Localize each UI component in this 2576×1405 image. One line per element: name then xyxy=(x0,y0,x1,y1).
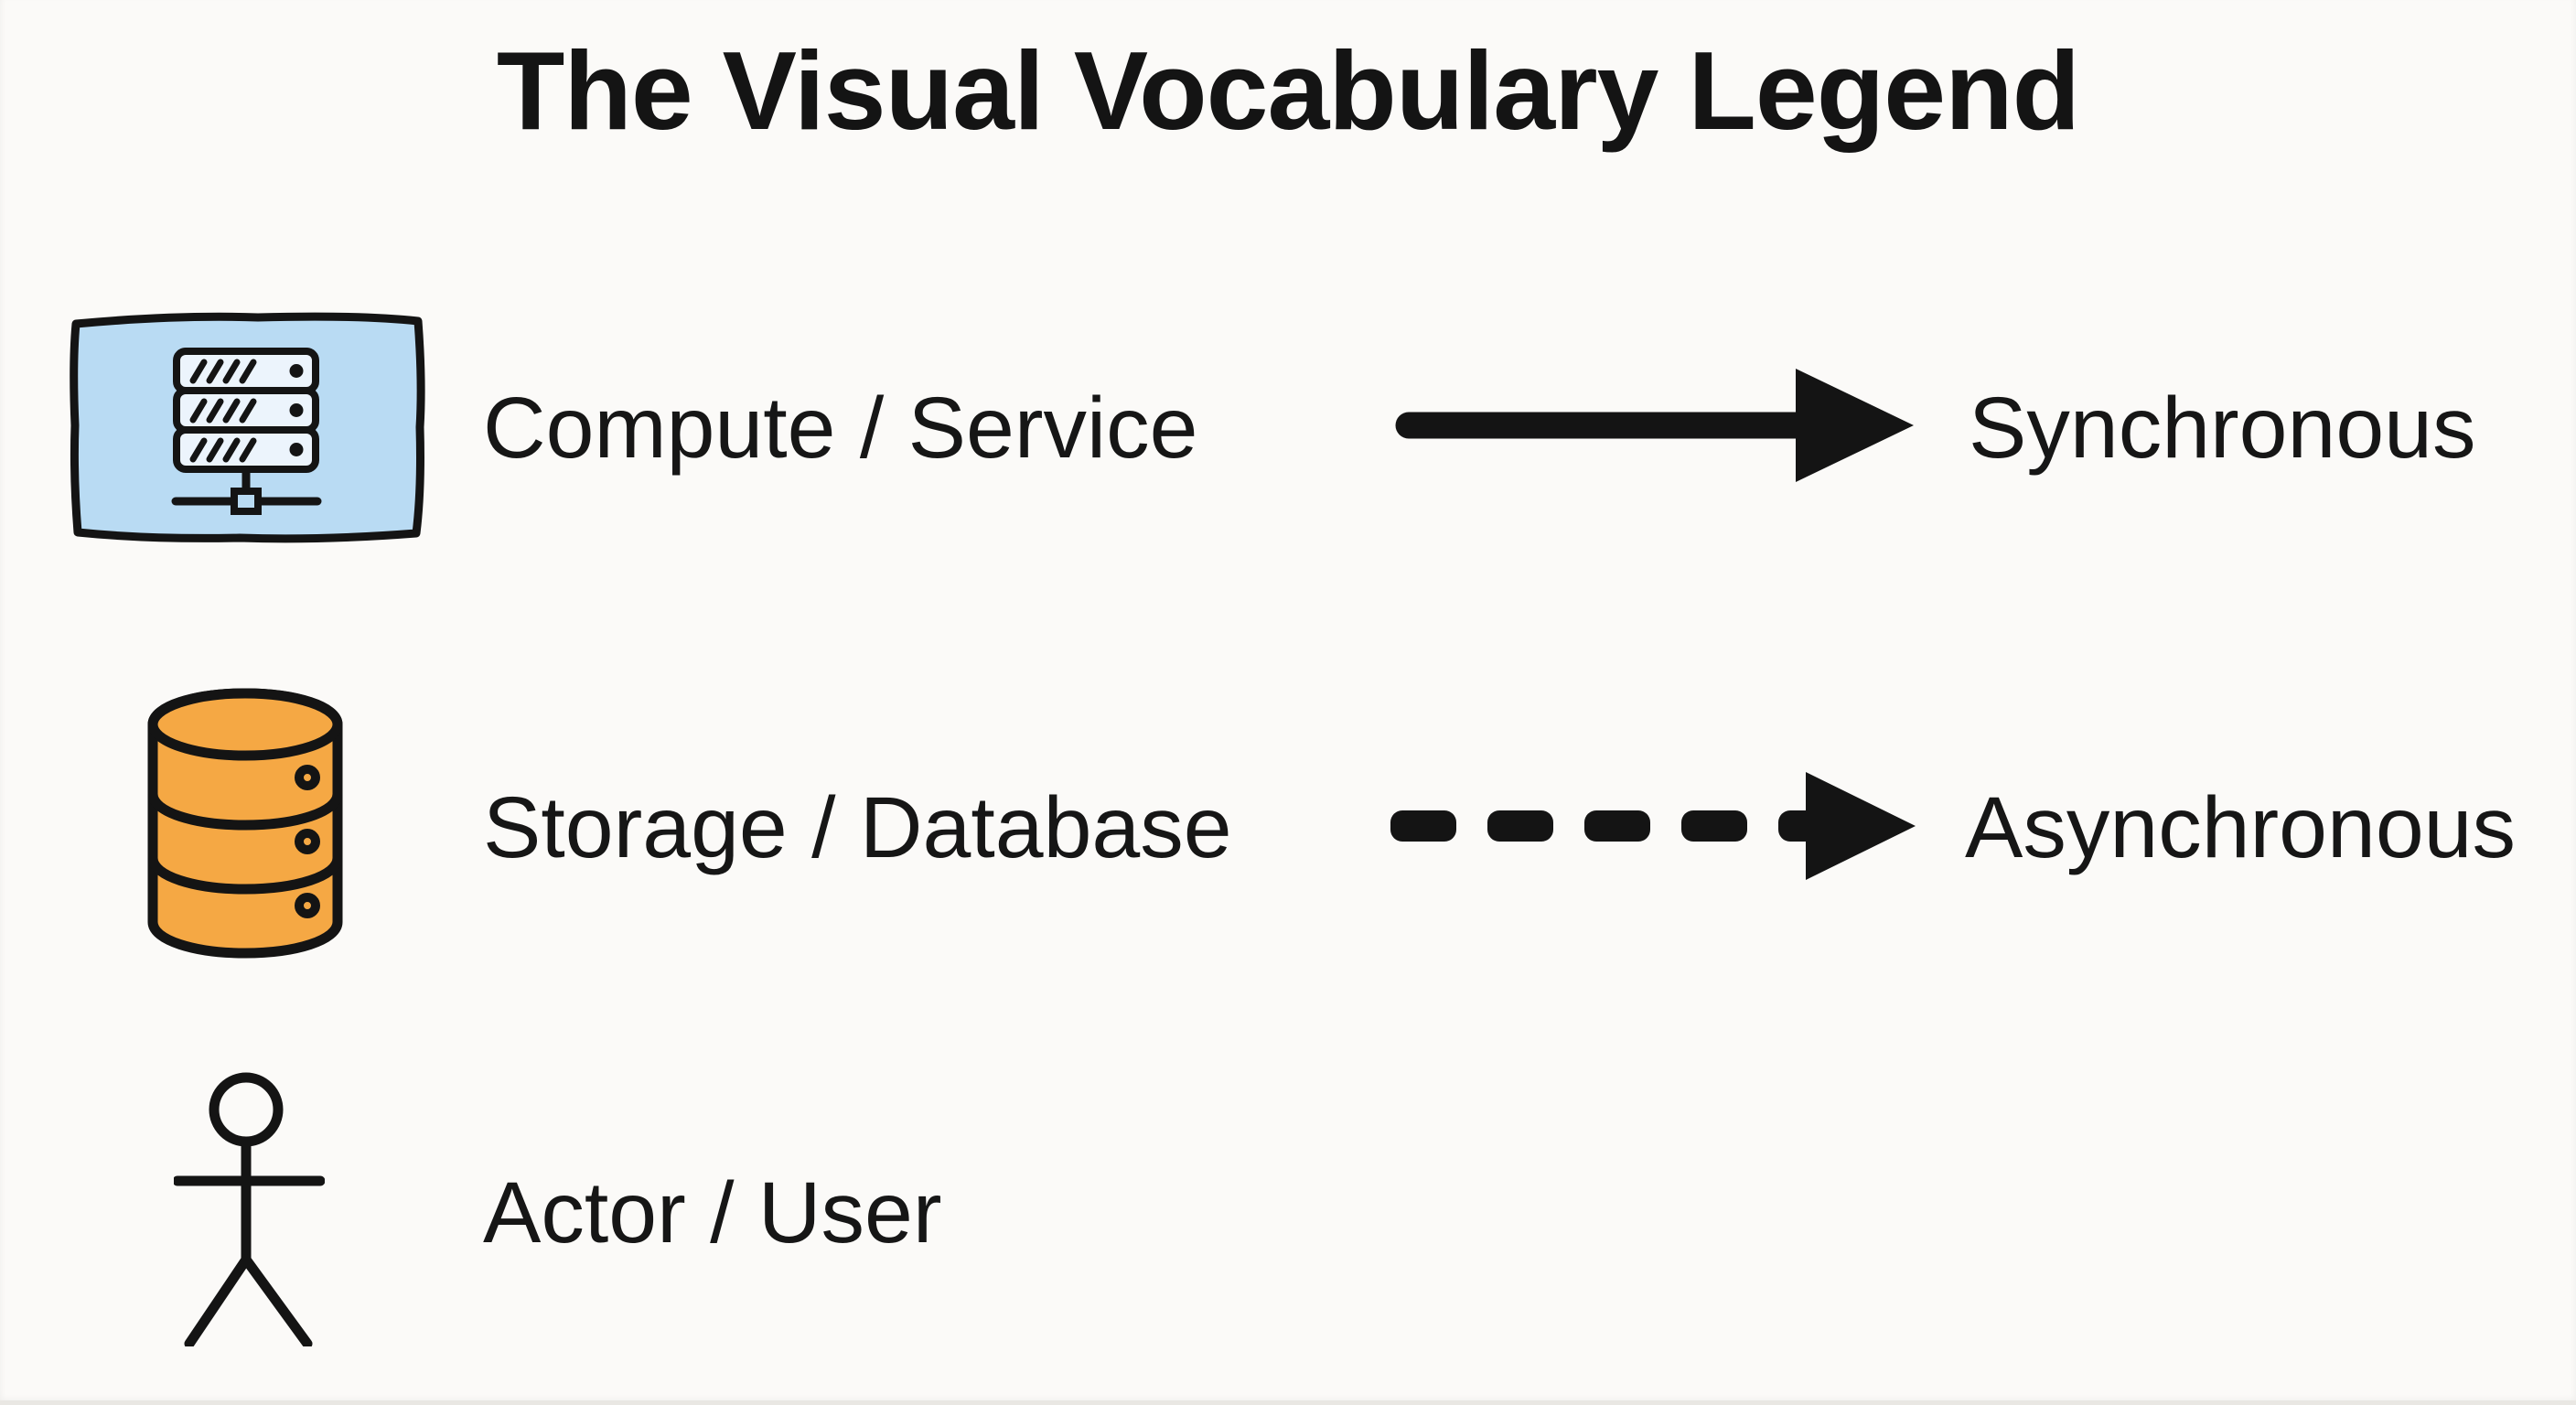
network-connector xyxy=(171,469,322,515)
storage-database-icon xyxy=(145,686,346,960)
database-dots xyxy=(295,765,320,918)
asynchronous-label: Asynchronous xyxy=(1965,778,2517,876)
asynchronous-arrow-icon xyxy=(1383,767,1918,885)
stick-figure-right-leg xyxy=(241,1254,313,1346)
database-separator-2 xyxy=(147,857,343,895)
page-title: The Visual Vocabulary Legend xyxy=(496,28,2080,153)
synchronous-label: Synchronous xyxy=(1969,379,2476,477)
database-top xyxy=(147,688,343,761)
arrow-dashes xyxy=(1390,810,1844,842)
compute-service-label: Compute / Service xyxy=(483,379,1198,477)
page-bottom-edge xyxy=(0,1400,2576,1405)
synchronous-arrow-icon xyxy=(1390,366,1916,485)
database-separator-1 xyxy=(147,793,343,831)
server-indicator-dots xyxy=(289,364,304,456)
stick-figure-head xyxy=(209,1072,284,1147)
compute-service-icon xyxy=(66,308,427,546)
stick-figure-icon xyxy=(174,1072,325,1346)
server-vent-slashes xyxy=(189,359,257,463)
actor-user-icon xyxy=(174,1072,325,1346)
server-rack-icon xyxy=(70,312,425,543)
actor-user-label: Actor / User xyxy=(483,1164,942,1261)
stick-figure-left-leg xyxy=(184,1254,252,1346)
dashed-arrow-icon xyxy=(1390,772,1916,880)
storage-database-label: Storage / Database xyxy=(483,778,1232,876)
database-cylinder-icon xyxy=(147,688,343,959)
solid-arrow-icon xyxy=(1395,369,1914,482)
